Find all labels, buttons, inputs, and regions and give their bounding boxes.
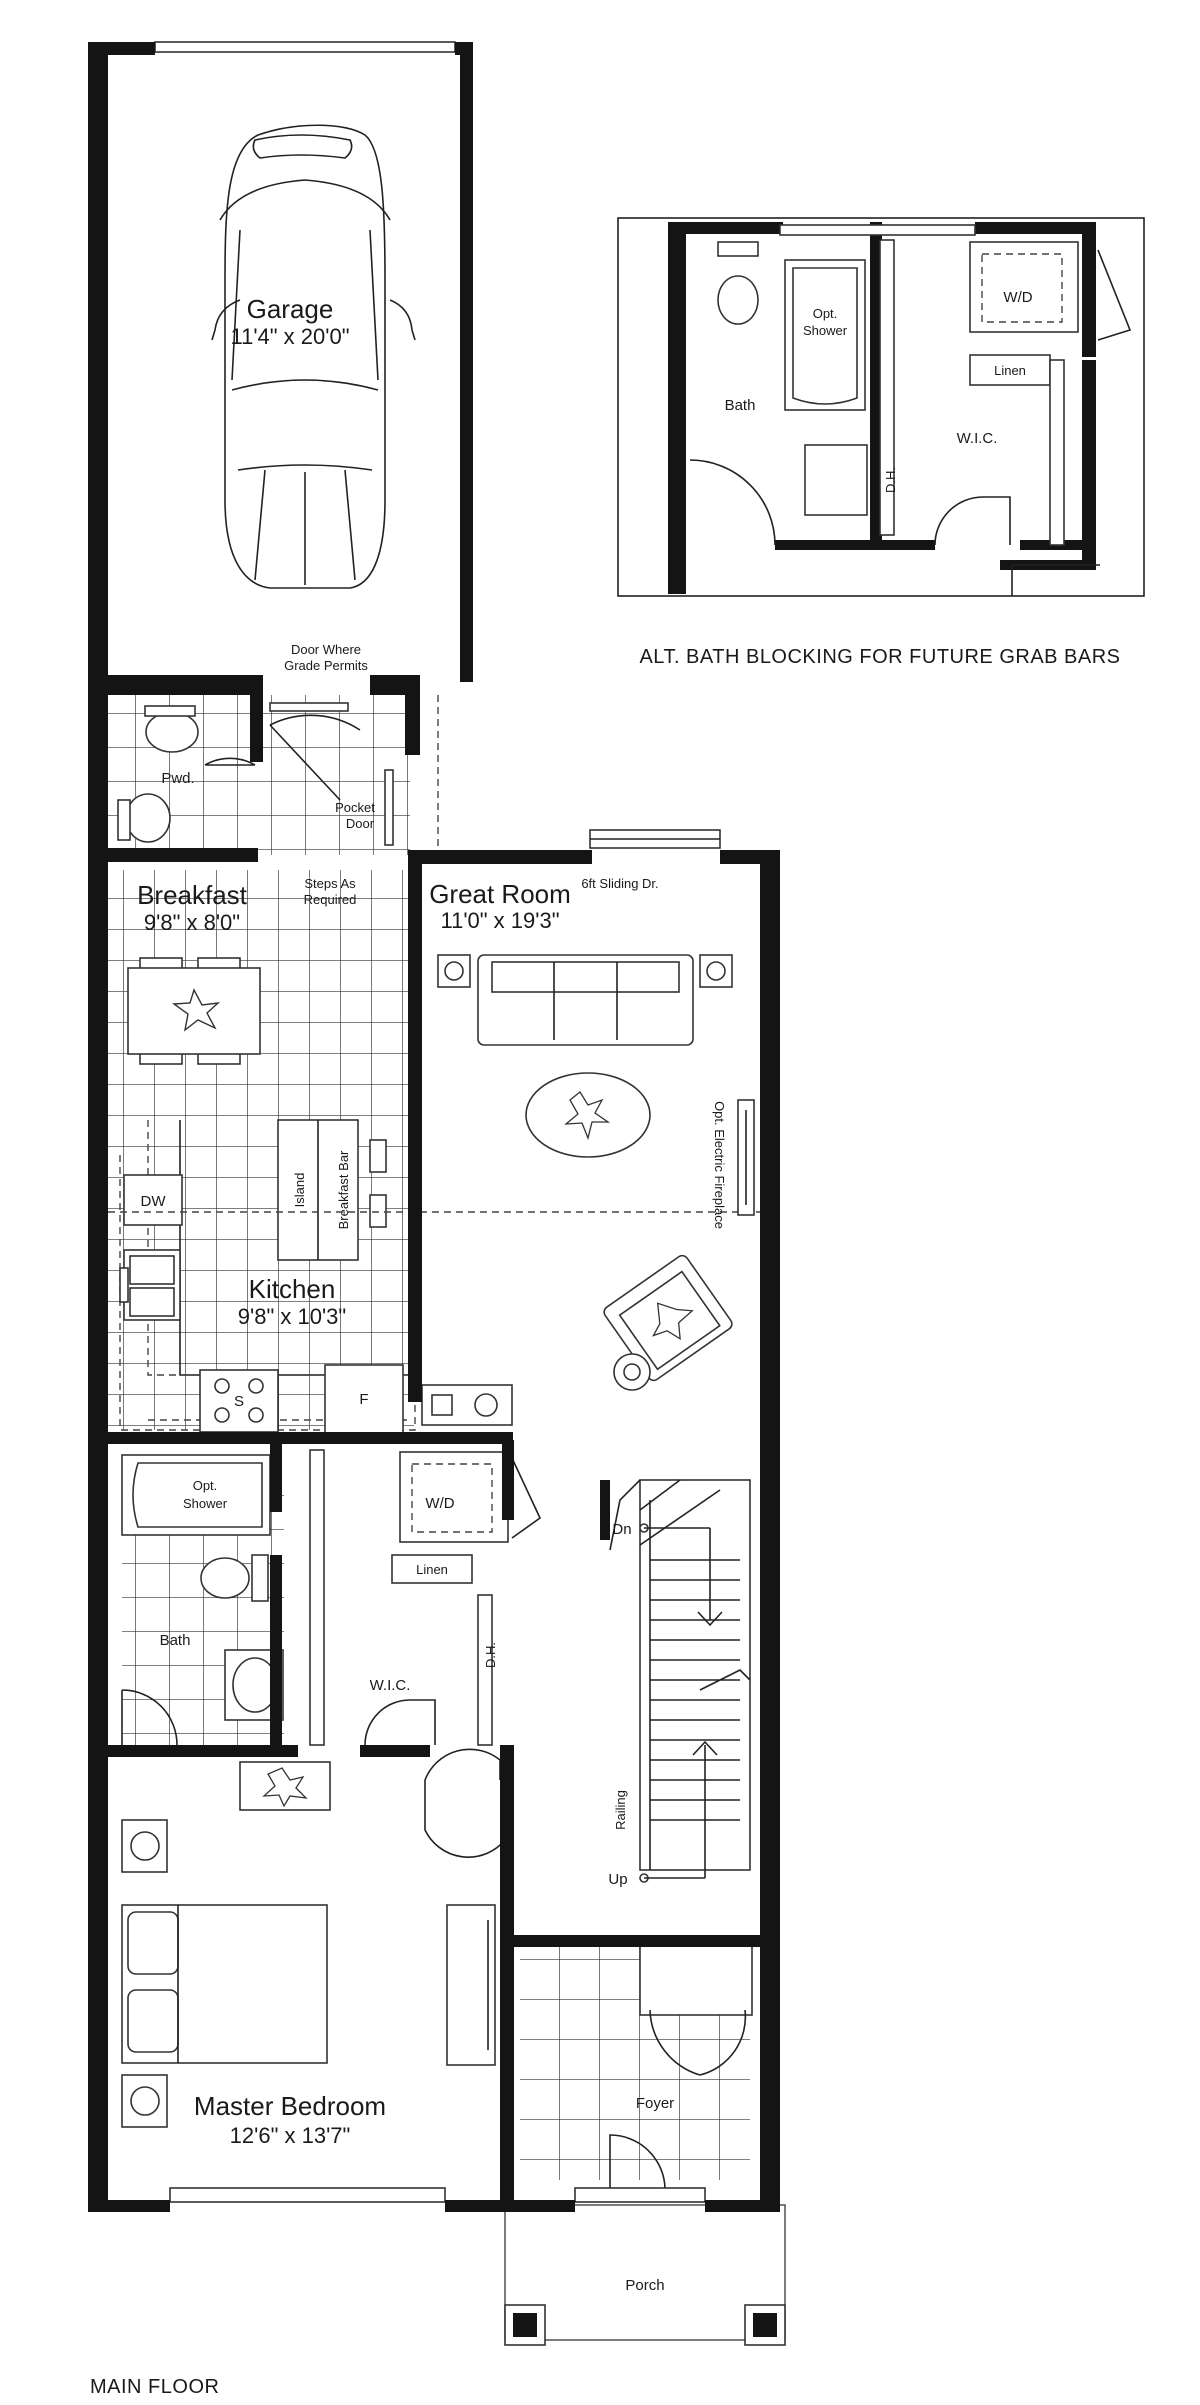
alt-bath-caption: ALT. BATH BLOCKING FOR FUTURE GRAB BARS <box>639 646 1120 668</box>
wd-label: W/D <box>425 1495 454 1512</box>
toilet-icon <box>200 1557 250 1599</box>
dining-table <box>127 957 261 1065</box>
bed-icon <box>121 1819 328 2128</box>
breakfast-bar-label: Breakfast Bar <box>336 1150 351 1229</box>
wic-label: W.I.C. <box>370 1677 411 1694</box>
garage-dimensions: 11'4" x 20'0" <box>230 324 349 349</box>
door-grade-label-1: Door Where <box>291 642 361 657</box>
master-bedroom: Master Bedroom 12'6" x 13'7" <box>121 1748 506 2203</box>
steps-label-1: Steps As <box>304 876 356 891</box>
closet <box>639 1944 753 2016</box>
fridge-label: F <box>359 1391 368 1408</box>
garage: Garage 11'4" x 20'0" Door Where Grade Pe… <box>108 41 473 675</box>
dishwasher-label: DW <box>141 1193 167 1210</box>
fridge <box>324 1364 404 1434</box>
master-name: Master Bedroom <box>194 2091 386 2121</box>
kitchen-dimensions: 9'8" x 10'3" <box>238 1304 346 1329</box>
fireplace-label: Opt. Electric Fireplace <box>712 1101 727 1229</box>
garage-entry-door <box>269 714 361 801</box>
alt-bath-label: Bath <box>725 397 756 414</box>
alt-shower-label: Shower <box>803 323 848 338</box>
foyer: Foyer Porch <box>504 1944 786 2346</box>
bath-area: Opt. Shower Bath W.I.C. Linen D.H. W/D <box>121 1449 542 1746</box>
door-grade-label-2: Grade Permits <box>284 658 368 673</box>
great-room-dimensions: 11'0" x 19'3" <box>440 908 559 933</box>
window <box>169 2187 446 2203</box>
dresser <box>446 1904 496 2066</box>
stove-label: S <box>234 1393 244 1410</box>
bath-label: Bath <box>160 1632 191 1649</box>
alt-wic-label: W.I.C. <box>957 430 998 447</box>
garage-name: Garage <box>247 294 334 324</box>
kitchen-name: Kitchen <box>249 1274 336 1304</box>
porch-label: Porch <box>625 2277 664 2294</box>
laundry <box>399 1451 509 1543</box>
pocket-door-label-1: Pocket <box>335 800 375 815</box>
kitchen-sink-icon <box>119 1249 181 1321</box>
pwd-label: Pwd. <box>161 770 194 787</box>
steps-label-2: Required <box>304 892 357 907</box>
car-icon <box>211 124 416 589</box>
railing-label: Railing <box>613 1790 628 1830</box>
sofa-icon <box>437 954 733 1046</box>
flower-icon <box>171 988 221 1032</box>
alt-wd-label: W/D <box>1003 289 1032 306</box>
main-floor-title: MAIN FLOOR <box>90 2376 219 2398</box>
toilet-icon <box>145 711 199 753</box>
master-dimensions: 12'6" x 13'7" <box>230 2123 351 2148</box>
pocket-door <box>384 769 394 846</box>
alt-shower-opt-label: Opt. <box>813 306 838 321</box>
stairs-up-label: Up <box>608 1871 627 1888</box>
shower-opt-label: Opt. <box>193 1478 218 1493</box>
sink-icon <box>125 793 171 843</box>
breakfast-name: Breakfast <box>137 880 248 910</box>
shower-label: Shower <box>183 1496 228 1511</box>
linen-label: Linen <box>416 1562 448 1577</box>
island-label: Island <box>292 1173 307 1208</box>
sliding-door-label: 6ft Sliding Dr. <box>581 876 658 891</box>
porch <box>504 2204 786 2341</box>
door-swing <box>204 757 256 766</box>
walls <box>88 42 780 2212</box>
pocket-door-label-2: Door <box>346 816 375 831</box>
great-room-name: Great Room <box>429 879 571 909</box>
armchair-icon <box>603 1254 733 1382</box>
front-door-swing <box>609 2134 666 2189</box>
foyer-label: Foyer <box>636 2095 674 2112</box>
dh-label: D.H. <box>483 1642 498 1668</box>
alt-linen-label: Linen <box>994 363 1026 378</box>
stairs-down-label: Dn <box>612 1521 631 1538</box>
alt-bath-inset: Opt. Shower Bath D.H. W/D Linen W.I.C. <box>617 217 1145 597</box>
garage-door <box>154 41 456 53</box>
dishwasher <box>123 1174 183 1226</box>
kitchen-area: Breakfast 9'8" x 8'0" Steps As Required … <box>108 876 760 1434</box>
powder-room: Pwd. Pocket Door <box>110 695 439 850</box>
alt-dh-label: D.H. <box>883 467 898 493</box>
breakfast-dimensions: 9'8" x 8'0" <box>144 910 240 935</box>
great-room: Great Room 11'0" x 19'3" 6ft Sliding Dr.… <box>421 829 755 1426</box>
bath-door-swing <box>121 1689 178 1746</box>
stairs: Dn Up Railing <box>608 1479 751 1888</box>
